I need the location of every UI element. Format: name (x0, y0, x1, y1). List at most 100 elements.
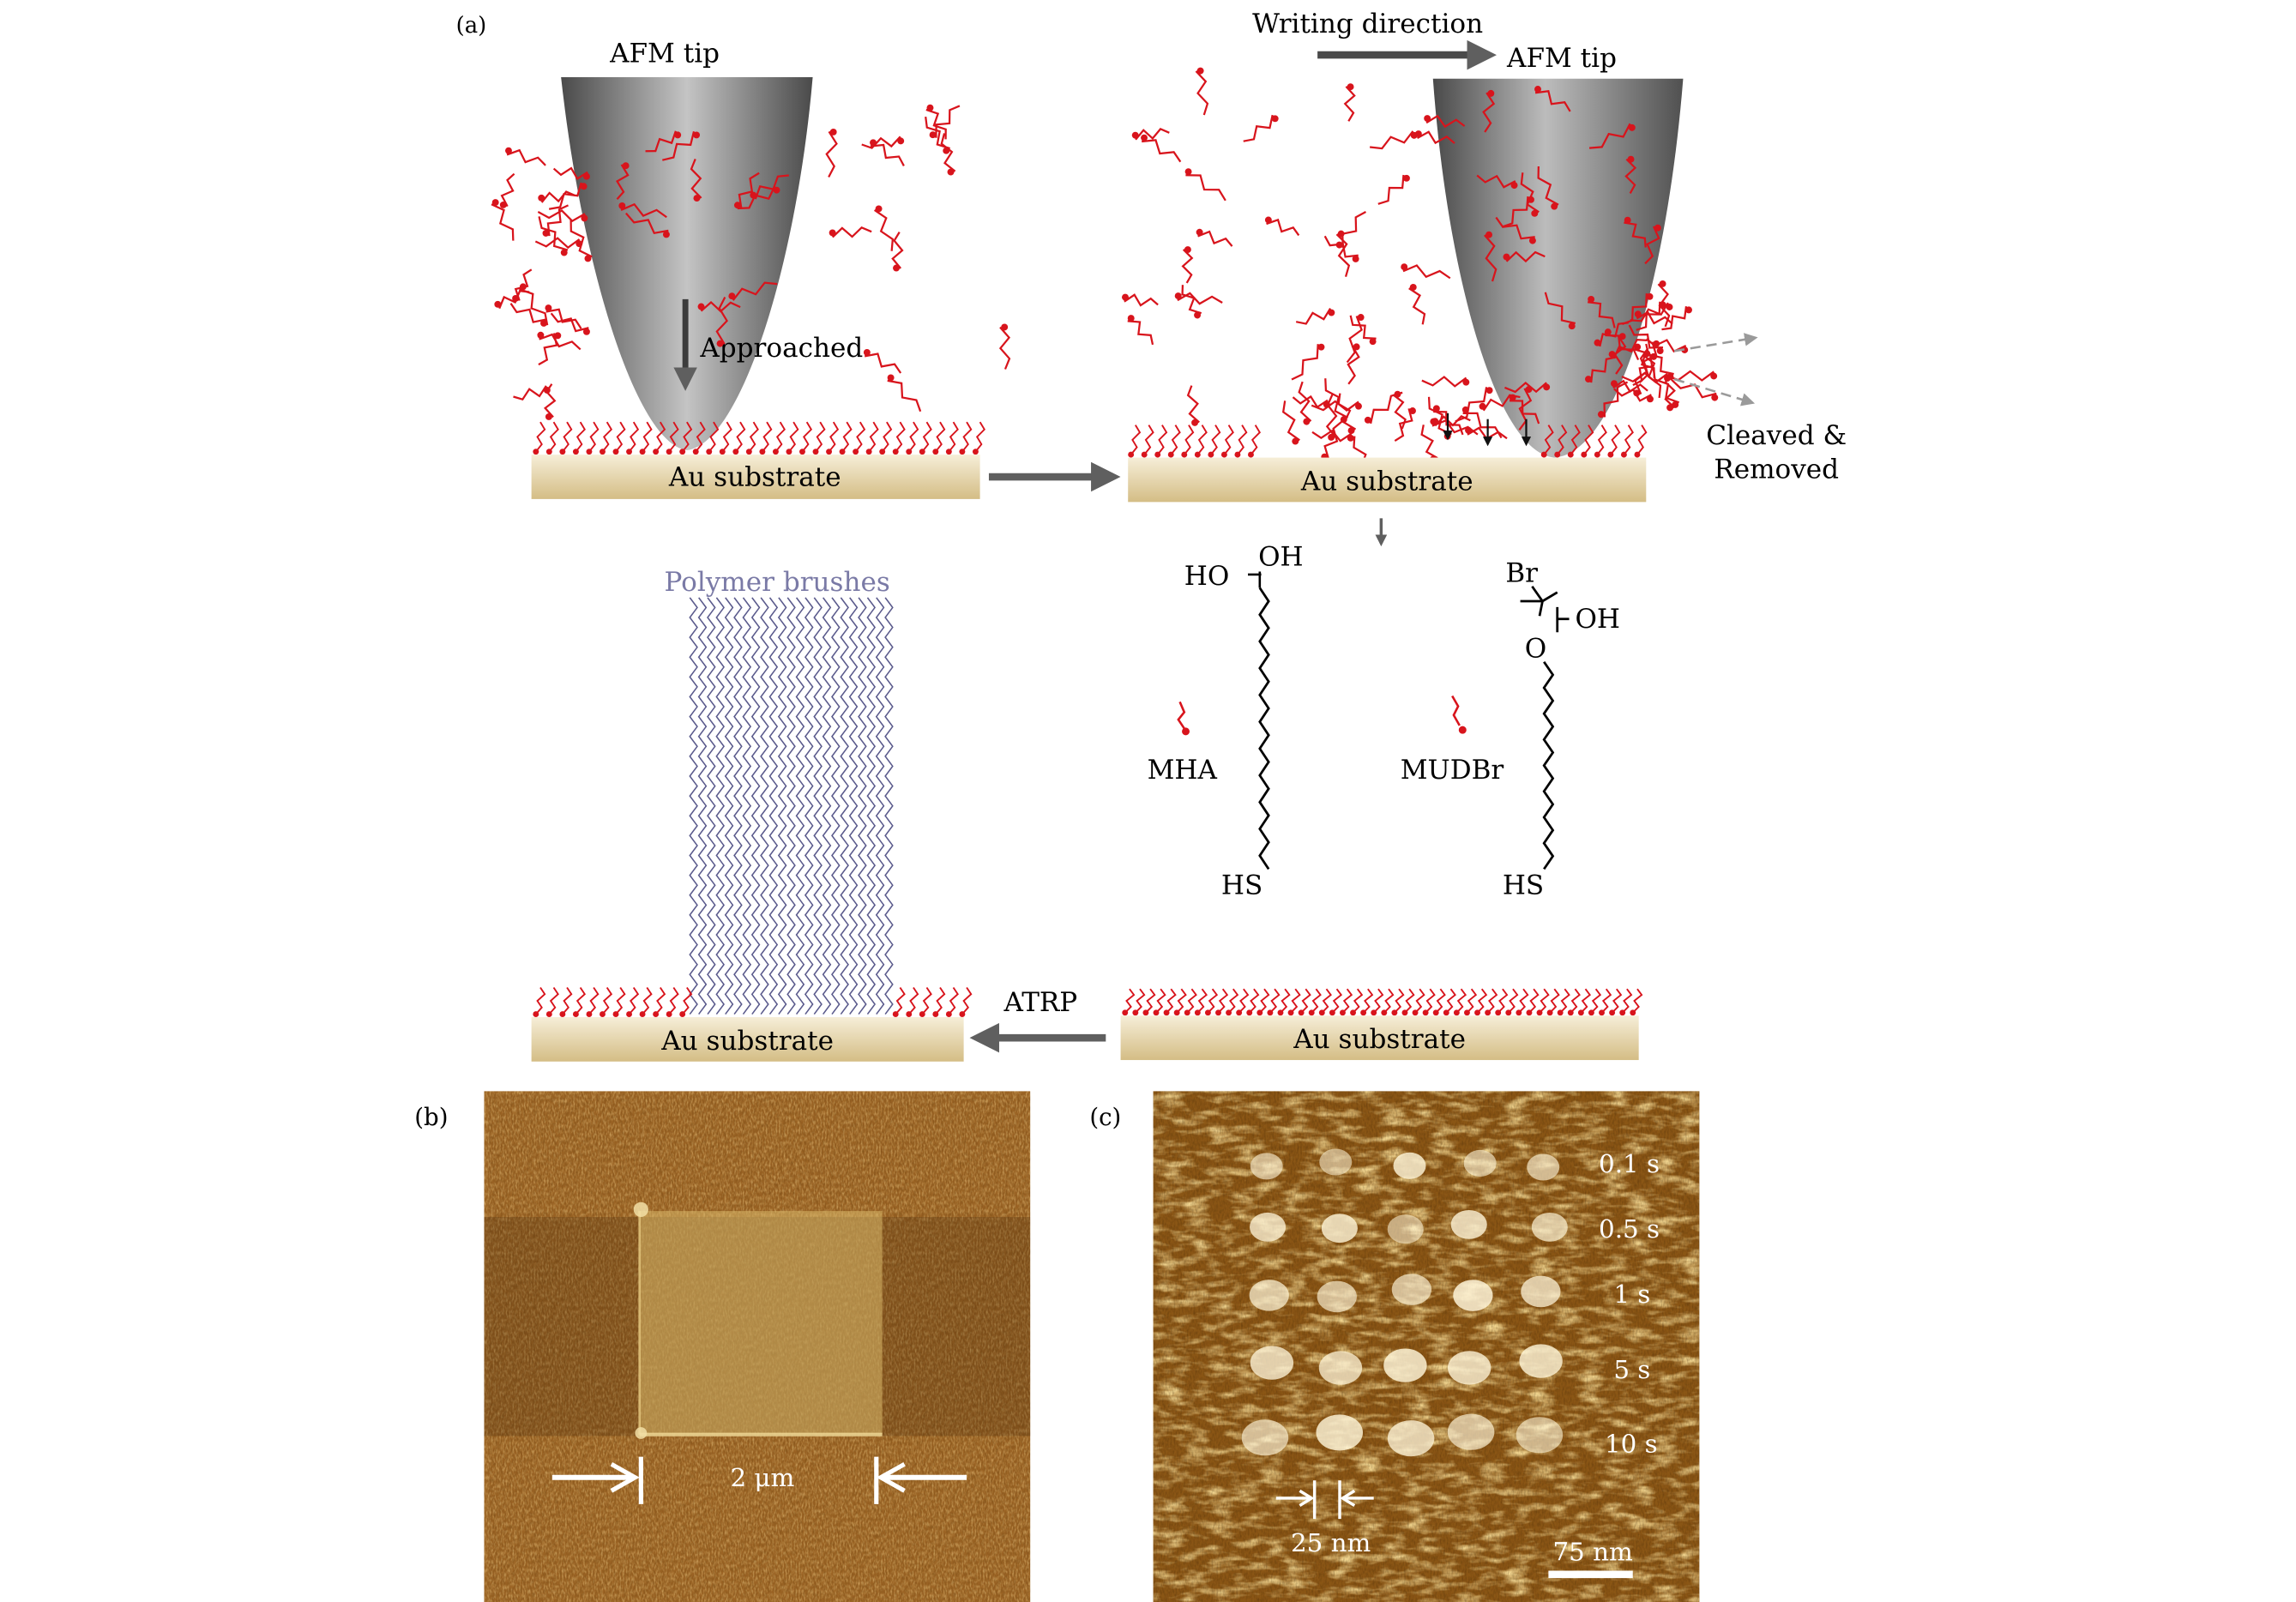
afm-image-b (484, 1091, 1031, 1602)
molecule-squiggle (1291, 344, 1319, 381)
sam-anchor (1208, 451, 1214, 458)
dot-feature (1447, 1413, 1495, 1450)
mudbr-name: MUDBr (1401, 755, 1504, 786)
sam-chain (1196, 988, 1208, 1014)
dot-feature (1527, 1153, 1560, 1181)
sam-anchor (533, 1011, 539, 1017)
sam-chain (1321, 988, 1332, 1014)
sam-chain (681, 986, 693, 1015)
molecule-head (897, 137, 905, 145)
polymer-chain (768, 597, 779, 1015)
sam-anchor (1630, 1009, 1636, 1016)
molecule-squiggle (861, 136, 901, 149)
molecule-head (1479, 402, 1486, 410)
polymer-brushes (689, 597, 894, 1015)
dot-feature (1531, 1212, 1568, 1242)
sam-anchor (759, 449, 766, 455)
molecule-head (1122, 293, 1129, 301)
molecule-head (1462, 378, 1470, 386)
mudbr-hs-label: HS (1503, 870, 1544, 901)
molecule-head (1431, 418, 1439, 425)
molecule-squiggle (662, 130, 696, 161)
sam-chain (1549, 988, 1560, 1014)
molecule-head (1401, 263, 1408, 271)
sam-layer-2 (1128, 343, 1648, 479)
sam-chain (615, 421, 626, 453)
sam-chain (1498, 988, 1509, 1014)
molecule-head (494, 300, 502, 308)
molecule-squiggle (1505, 250, 1546, 263)
molecule-squiggle (1638, 341, 1658, 383)
writing-direction-label: Writing direction (1252, 9, 1483, 39)
dot-feature (1450, 1209, 1487, 1239)
molecule-head (1317, 343, 1325, 351)
molecule-head (1414, 130, 1422, 138)
step1-group: AFM tip Approached Au substrate (491, 39, 1011, 499)
molecule-squiggle (1349, 315, 1377, 340)
molecule-squiggle (1642, 353, 1662, 399)
polymer-chain (777, 597, 787, 1015)
dot-feature (1250, 1346, 1294, 1380)
molecule-squiggle (506, 148, 546, 166)
molecule-head (1191, 419, 1199, 426)
molecule-head (1271, 115, 1279, 123)
sam-chain (1466, 988, 1478, 1014)
sam-anchor (1485, 1009, 1491, 1016)
sam-chain (841, 421, 853, 453)
sam-chain (1559, 988, 1570, 1014)
molecule-head (618, 202, 626, 209)
molecule-squiggle (537, 209, 586, 223)
molecule-head (1597, 411, 1605, 419)
sam-anchor (533, 449, 539, 455)
molecule-head (1347, 434, 1354, 442)
polymer-chain (875, 597, 885, 1015)
sam-anchor (1220, 451, 1227, 458)
molecule-head (1643, 350, 1651, 358)
sam-layer-1 (533, 421, 985, 455)
molecule-head (1681, 346, 1689, 353)
molecule-squiggle (1652, 368, 1680, 404)
molecule-squiggle (1281, 400, 1300, 442)
sam-chain (1373, 988, 1384, 1014)
molecule-head (1659, 280, 1666, 287)
sam-chain (1155, 988, 1166, 1014)
cleaved-arrows (1673, 333, 1758, 407)
polymer-chain (858, 597, 867, 1015)
sam-chain (1486, 988, 1498, 1014)
molecule-head (1264, 216, 1272, 224)
molecule-squiggle (1661, 306, 1688, 331)
sam-chain (921, 421, 932, 453)
sam-chain (1176, 988, 1187, 1014)
sam-anchor (1184, 1009, 1190, 1016)
molecule-squiggle (1124, 293, 1159, 307)
sam-anchor (586, 449, 593, 455)
sam-chain (908, 986, 919, 1015)
sam-anchor (1163, 1009, 1170, 1016)
molecule-head (542, 229, 550, 237)
molecule-head (1409, 283, 1417, 291)
dot-feature (1516, 1417, 1564, 1454)
molecule-head (1618, 333, 1626, 340)
sam-anchor (772, 449, 779, 455)
molecule-squiggle (831, 226, 872, 238)
sam-chain (668, 986, 679, 1015)
molecule-squiggle (1484, 234, 1498, 282)
molecule-head (512, 295, 520, 302)
sam-chain (961, 421, 973, 453)
molecule-head (733, 202, 741, 209)
sam-anchor (559, 449, 566, 455)
molecule-head (943, 147, 950, 154)
polymer-chain (831, 597, 841, 1015)
polymer-chain (742, 597, 752, 1015)
scale-label-b: 2 μm (730, 1463, 794, 1492)
sam-chain (562, 421, 573, 453)
scale-label-c: 75 nm (1552, 1537, 1633, 1566)
sam-anchor (1350, 1009, 1357, 1016)
feature-size-marker (1275, 1480, 1374, 1520)
molecule-squiggle (1588, 123, 1631, 149)
molecule-squiggle (548, 182, 582, 210)
sam-anchor (639, 449, 646, 455)
time-labels: 0.1 s 0.5 s 1 s 5 s 10 s (1599, 1149, 1660, 1458)
molecule-head (499, 201, 507, 208)
sam-chain (935, 421, 946, 453)
